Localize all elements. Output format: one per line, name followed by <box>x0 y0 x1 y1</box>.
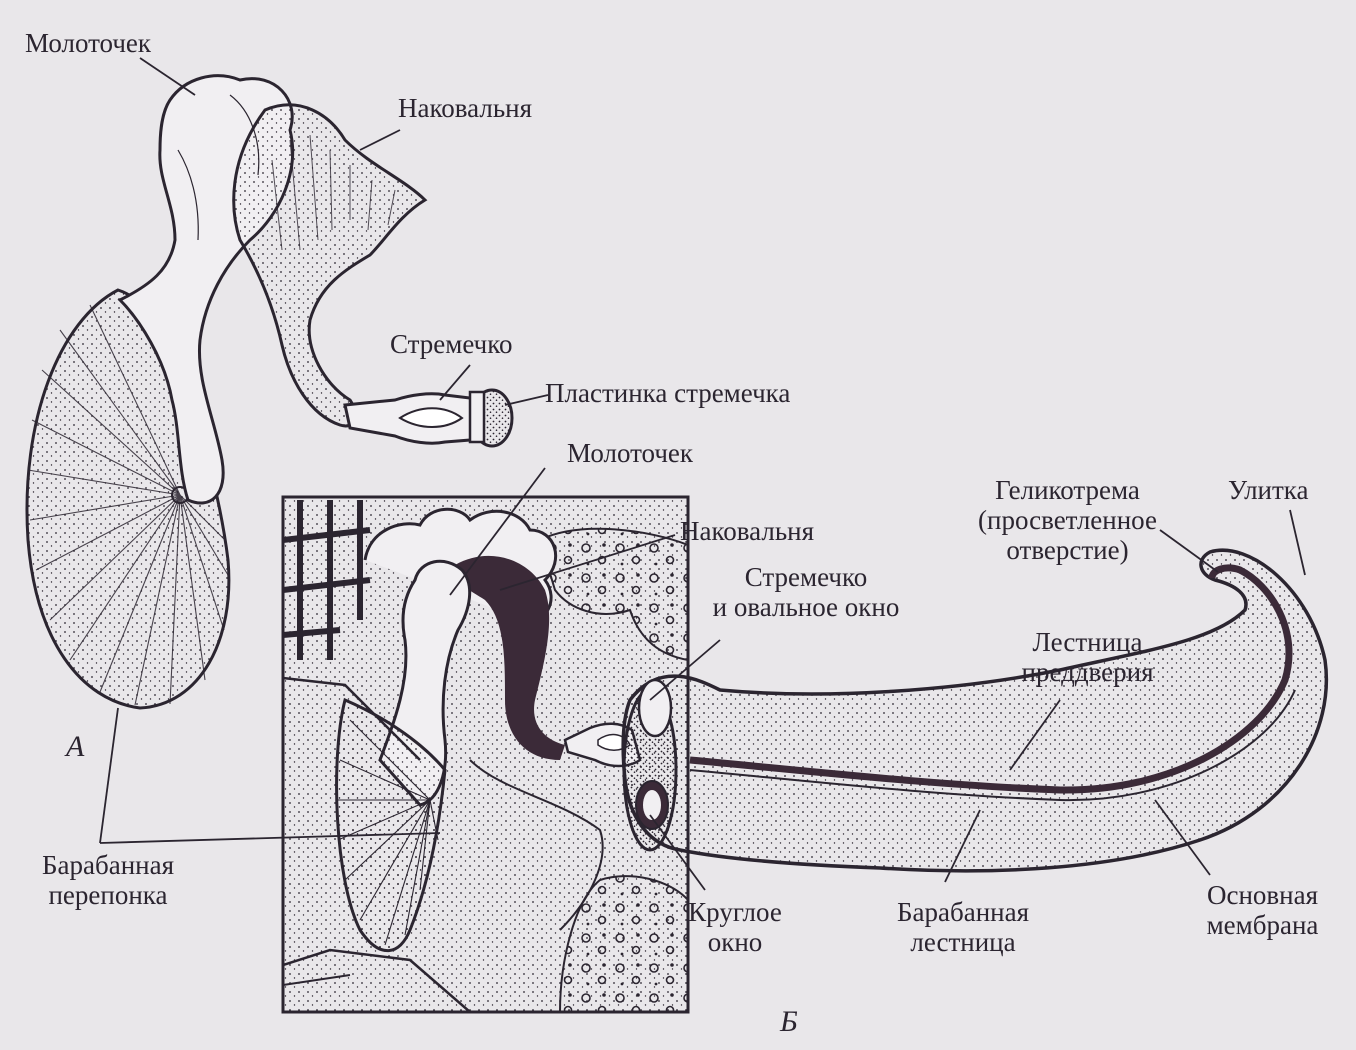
label-helicotrema-line1: Геликотрема <box>995 475 1140 505</box>
label-stapes-oval-line2: и овальное окно <box>712 592 900 623</box>
label-basilar-membrane-line2: мембрана <box>1206 910 1319 941</box>
label-stapes-plate: Пластинка стремечка <box>545 378 791 408</box>
label-incus-b: Наковальня <box>680 516 814 546</box>
stapes-a <box>343 388 514 448</box>
label-basilar-membrane: Основная мембрана <box>1175 880 1350 940</box>
label-malleus-a: Молоточек <box>25 28 152 58</box>
label-panel-a: А <box>66 730 85 763</box>
cochlea-shape <box>621 548 1329 873</box>
label-scala-vestibuli: Лестница преддверия <box>985 627 1190 687</box>
label-scala-vestibuli-line1: Лестница <box>1032 627 1143 657</box>
label-helicotrema-line2: (просветленное <box>978 505 1157 536</box>
label-scala-tympani: Барабанная лестница <box>878 897 1048 957</box>
label-basilar-membrane-line1: Основная <box>1206 880 1319 910</box>
label-tympanic-membrane: Барабанная перепонка <box>8 850 208 910</box>
label-stapes-oval-line1: Стремечко <box>744 562 868 592</box>
bleed-text: ᅠ <box>290 50 319 85</box>
label-scala-tympani-line1: Барабанная <box>897 897 1029 927</box>
label-tympanic-membrane-line2: перепонка <box>48 880 168 911</box>
label-round-window-line1: Круглое <box>688 897 782 927</box>
label-stapes-oval: Стремечко и овальное окно <box>668 562 944 622</box>
label-stapes-a: Стремечко <box>390 329 513 359</box>
incus-a <box>232 103 428 428</box>
label-incus-a: Наковальня <box>398 93 532 123</box>
label-tympanic-membrane-line1: Барабанная <box>42 850 174 880</box>
label-helicotrema-line3: отверстие) <box>1006 535 1129 566</box>
label-helicotrema: Геликотрема (просветленное отверстие) <box>940 475 1195 566</box>
label-scala-tympani-line2: лестница <box>910 927 1016 958</box>
label-malleus-b: Молоточек <box>567 438 694 468</box>
label-cochlea: Улитка <box>1228 475 1309 505</box>
leader-lines <box>99 57 1306 891</box>
label-round-window: Круглое окно <box>660 897 810 957</box>
panel-b-box <box>281 495 690 1014</box>
label-panel-b: Б <box>780 1005 798 1038</box>
label-round-window-line2: окно <box>707 927 763 958</box>
label-scala-vestibuli-line2: преддверия <box>1021 657 1154 688</box>
